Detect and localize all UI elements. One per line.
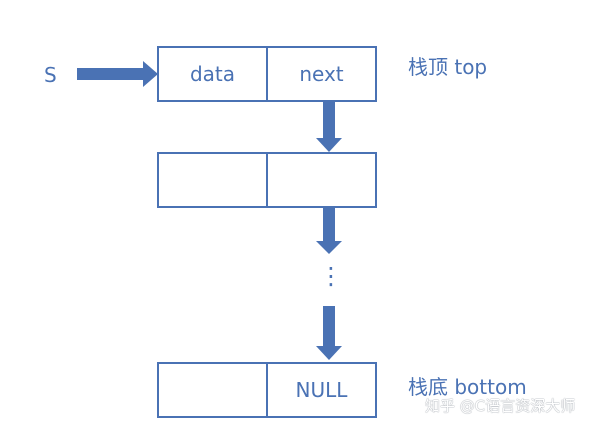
pointer-arrow <box>77 61 158 87</box>
node-divider <box>266 152 268 208</box>
pointer-label: S <box>44 63 57 87</box>
link-arrow-1 <box>316 101 342 152</box>
stack-bottom-label: 栈底 bottom <box>408 375 527 399</box>
node-next-field: next <box>299 62 344 86</box>
link-arrow-2 <box>316 201 342 254</box>
node-divider <box>266 46 268 102</box>
node-divider <box>266 362 268 418</box>
watermark-text: 知乎 @C语言资深大师 <box>425 397 576 415</box>
node-next-null: NULL <box>295 378 348 402</box>
stack-top-label: 栈顶 top <box>408 55 488 79</box>
ellipsis-glyph: ⋮ <box>319 262 343 290</box>
node-data-field: data <box>189 62 236 86</box>
ellipsis-dots: ⋮ <box>319 264 343 288</box>
link-arrow-3 <box>316 306 342 360</box>
